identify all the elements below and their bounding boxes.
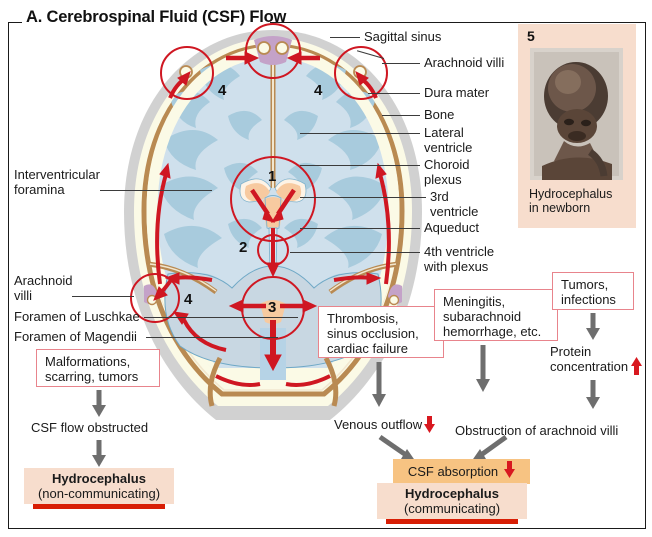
- leader-3rd-ventricle: [300, 197, 426, 198]
- label-arachnoid-villi-right: Arachnoid villi: [424, 55, 505, 70]
- arrow-venous-to-absorption: [378, 434, 422, 467]
- page-title: A. Cerebrospinal Fluid (CSF) Flow: [26, 8, 287, 26]
- leader-foramen-luschkae: [144, 317, 298, 318]
- photo-panel-caption: Hydrocephalus in newborn: [529, 187, 613, 215]
- leader-interventricular-foramina: [100, 190, 212, 191]
- arrow-tumors-to-protein: [586, 313, 600, 341]
- outcome-underline-communicating: [386, 519, 518, 524]
- marker-circle-3: [241, 276, 305, 340]
- csf-absorption-label: CSF absorption: [407, 464, 499, 479]
- outcome-box-non-communicating: Hydrocephalus (non-communicating): [24, 468, 174, 509]
- label-choroid-plexus: Choroid plexus: [424, 157, 470, 187]
- text-obstruction-of-arachnoid-villi: Obstruction of arachnoid villi: [455, 423, 619, 438]
- outcome-subtitle-non-communicating: (non-communicating): [37, 486, 161, 501]
- marker-label-2: 2: [239, 239, 248, 256]
- cause-box-malformations: Malformations, scarring, tumors: [36, 349, 160, 387]
- label-arachnoid-villi-left: Arachnoid villi: [14, 273, 73, 303]
- label-aqueduct: Aqueduct: [424, 220, 479, 235]
- label-interventricular-foramina: Interventricular foramina: [14, 167, 100, 197]
- cause-box-thrombosis: Thrombosis, sinus occlusion, cardiac fai…: [318, 306, 444, 358]
- frame-top-left-stub: [8, 22, 22, 24]
- leader-aqueduct: [300, 228, 420, 229]
- leader-lateral-ventricle: [300, 133, 420, 134]
- marker-circle-4-bottom-left: [130, 273, 180, 323]
- leader-choroid-plexus: [300, 165, 420, 166]
- arrow-obstructed-to-hydrocephalus: [92, 440, 106, 468]
- outcome-title-communicating: Hydrocephalus: [405, 486, 499, 501]
- arrow-meningitis-to-obstruction: [476, 345, 490, 393]
- cause-box-meningitis: Meningitis, subarachnoid hemorrhage, etc…: [434, 289, 558, 341]
- cause-box-tumors: Tumors, infections: [552, 272, 634, 310]
- leader-foramen-magendii: [146, 337, 278, 338]
- leader-sagittal-sinus: [330, 37, 360, 38]
- marker-label-4-top-left: 4: [218, 82, 227, 99]
- marker-label-1: 1: [268, 168, 277, 185]
- outcome-title-non-communicating: Hydrocephalus: [52, 471, 146, 486]
- diagram-frame: [8, 22, 646, 529]
- marker-circle-4-top-right: [334, 46, 388, 100]
- leader-bone: [382, 115, 420, 116]
- photo-panel-number: 5: [527, 28, 535, 44]
- label-bone: Bone: [424, 107, 455, 122]
- down-arrow-red-venous: [424, 416, 435, 439]
- newborn-hydrocephalus-photo: [530, 48, 623, 180]
- photo-panel-hydrocephalus: 5 Hydrocephalus in newborn: [518, 24, 636, 228]
- text-protein-concentration: Protein concentration: [550, 344, 629, 374]
- marker-circle-4-top-center: [245, 23, 301, 79]
- down-arrow-red-absorption: [504, 461, 516, 482]
- csf-absorption-box: CSF absorption: [393, 459, 530, 484]
- label-foramen-magendii: Foramen of Magendii: [14, 329, 137, 344]
- up-arrow-red-protein: [631, 357, 642, 380]
- marker-label-4-bottom-left: 4: [184, 291, 193, 308]
- arrow-thrombosis-to-venous: [372, 362, 386, 408]
- label-lateral-ventricle: Lateral ventricle: [424, 125, 473, 155]
- leader-4th-ventricle: [290, 252, 420, 253]
- leader-dura-mater: [368, 93, 420, 94]
- text-venous-outflow: Venous outflow: [334, 417, 423, 432]
- label-3rd-ventricle: 3rd ventricle: [430, 189, 479, 219]
- label-dura-mater: Dura mater: [424, 85, 490, 100]
- label-foramen-luschkae: Foramen of Luschkae: [14, 309, 140, 324]
- leader-arachnoid-villi-right: [382, 63, 420, 64]
- outcome-subtitle-communicating: (communicating): [403, 501, 501, 516]
- arrow-malformations-to-obstructed: [92, 390, 106, 418]
- marker-label-4-top-right: 4: [314, 82, 323, 99]
- arrow-protein-to-obstruction: [586, 380, 600, 410]
- marker-label-3: 3: [268, 299, 277, 316]
- text-csf-flow-obstructed: CSF flow obstructed: [31, 420, 149, 435]
- frame-top-right-rule: [270, 22, 646, 24]
- label-4th-ventricle: 4th ventricle with plexus: [424, 244, 495, 274]
- outcome-underline-non-communicating: [33, 504, 165, 509]
- marker-circle-4-top-left: [160, 46, 214, 100]
- outcome-box-communicating: Hydrocephalus (communicating): [377, 483, 527, 524]
- arrow-obstruction-to-absorption: [466, 434, 508, 467]
- marker-circle-2: [257, 234, 289, 266]
- label-sagittal-sinus: Sagittal sinus: [364, 29, 442, 44]
- leader-arachnoid-villi-left: [72, 296, 134, 297]
